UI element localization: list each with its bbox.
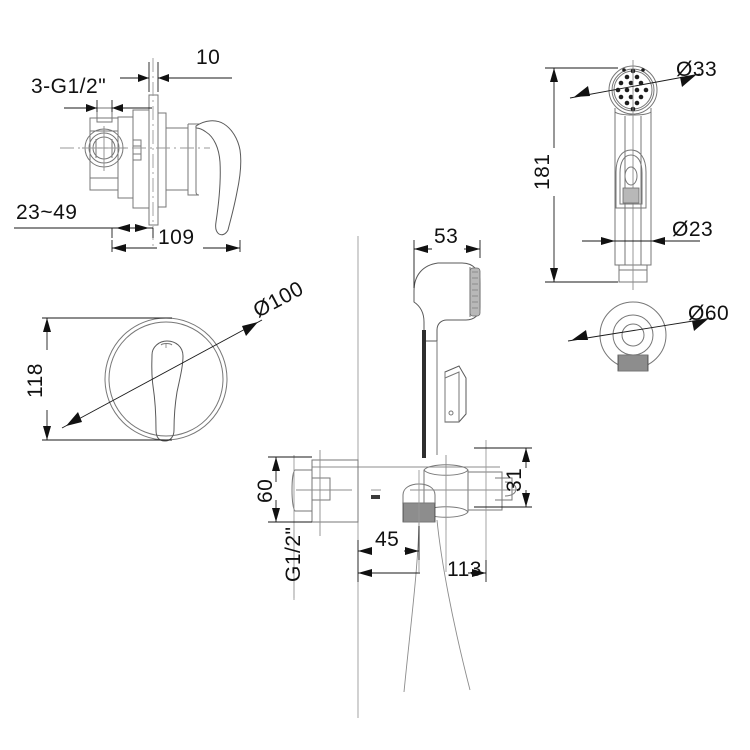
dimension-label-31: 31 [503,468,526,492]
dimension-install-depth: 23~49 [14,201,154,238]
dimension-label-23-49: 23~49 [16,201,77,224]
dimension-label-118: 118 [24,363,47,398]
flexible-hose [403,519,471,693]
outlet-port-mark [371,489,381,499]
view-assembly: 53 60 31 G1/2" [254,225,532,718]
dimension-flange-diameter: Ø60 [567,302,729,342]
sprayer-trigger-lever [444,365,467,423]
outlet-flange-bore [621,323,645,347]
escutcheon-inner-circle [108,321,224,437]
dimension-plate-thickness: 10 [120,46,232,92]
dimension-face-diameter: Ø33 [569,58,717,99]
dimension-outlet-height: 60 [254,456,312,523]
dimension-label-10: 10 [196,46,220,69]
dimension-label-113: 113 [447,558,482,581]
dimension-label-g12: G1/2" [282,527,305,582]
dimension-escutcheon-height: 118 [24,317,172,441]
dimension-label-d60: Ø60 [688,302,729,325]
dimension-assembly-width: 113 [357,558,487,582]
dimension-thread-callout: 3-G1/2" [31,75,152,112]
sprayer-trigger-button [615,149,647,209]
dimension-outlet-thread: G1/2" [282,527,305,600]
dimension-label-109: 109 [158,226,195,249]
view-wall-outlet: Ø60 [567,301,729,372]
dimension-label-45: 45 [375,528,399,551]
outlet-hose-stub [617,354,649,372]
dimension-outlet-offset: 31 [474,447,532,508]
dimension-label-d23: Ø23 [672,218,713,241]
dimension-label-53: 53 [434,225,458,248]
escutcheon-lever-handle [151,340,184,442]
dimension-sprayer-width: 53 [413,225,481,288]
view-side-elevation: 10 3-G1/2" 23~49 [14,46,242,252]
sprayer-nozzle-holes [615,68,649,112]
dimension-hose-offset: 45 [357,526,420,560]
dimension-label-181: 181 [531,153,554,190]
mixer-lever-handle [195,120,242,236]
dimension-body-depth: 109 [111,226,241,252]
dimension-label-thread: 3-G1/2" [31,75,106,98]
dimension-sprayer-length: 181 [531,67,618,283]
dimension-label-60: 60 [254,479,277,503]
dimension-body-diameter: Ø23 [582,218,713,245]
sprayer-head [413,262,481,458]
view-handshower: Ø33 Ø23 181 [531,58,717,290]
wall-outlet-elbow-left [291,450,359,536]
dimension-label-d33: Ø33 [676,58,717,81]
